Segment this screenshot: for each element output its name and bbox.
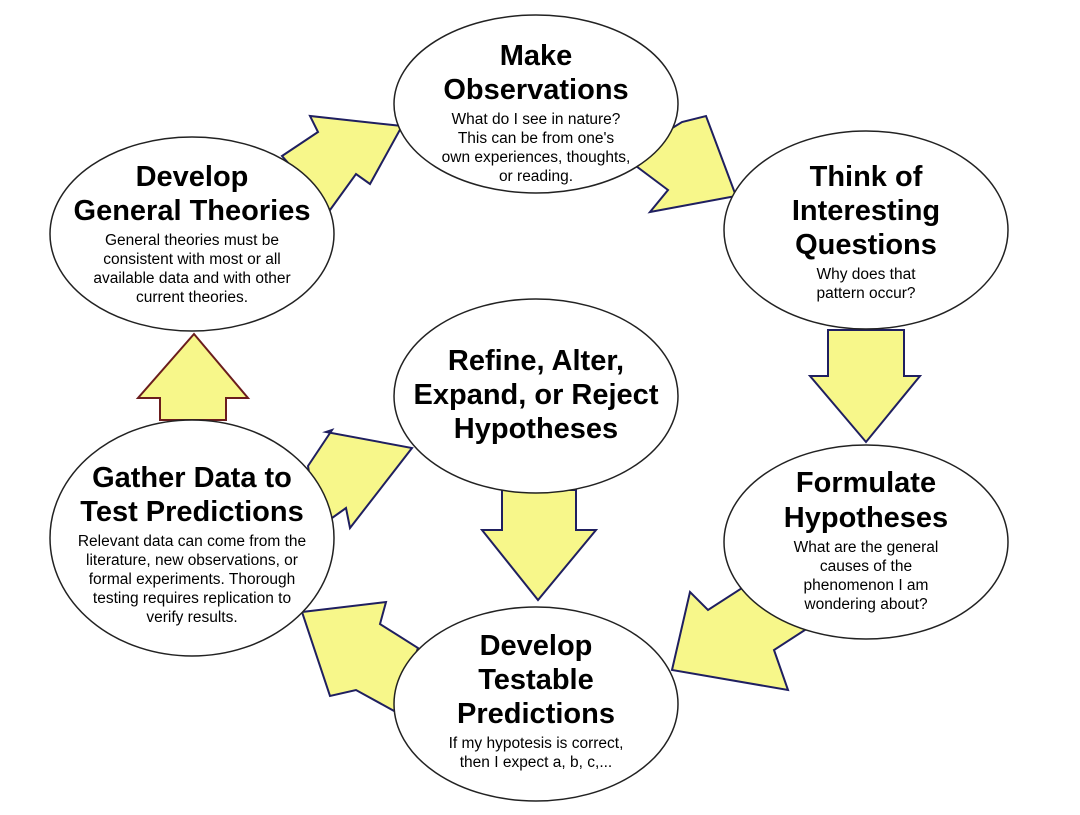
node-make-observations-body-2: This can be from one's	[458, 130, 615, 147]
node-refine-hypotheses-title-3: Hypotheses	[454, 413, 618, 445]
arrow-refine-to-predictions	[479, 489, 599, 602]
node-think-questions-title-2: Interesting	[792, 195, 940, 227]
node-formulate-hypotheses-body-4: wondering about?	[803, 596, 928, 613]
node-gather-data-body-3: formal experiments. Thorough	[89, 571, 295, 588]
node-make-observations-bubble	[393, 14, 679, 194]
node-gather-data-title-1: Gather Data to	[92, 462, 292, 494]
node-refine-hypotheses-bubble	[393, 298, 679, 494]
node-gather-data: Gather Data to Test Predictions Relevant…	[49, 419, 335, 657]
node-gather-data-bubble	[49, 419, 335, 657]
node-think-questions-body-2: pattern occur?	[816, 285, 915, 302]
node-formulate-hypotheses-body-1: What are the general	[794, 539, 939, 556]
node-formulate-hypotheses-body-2: causes of the	[820, 558, 912, 575]
node-think-questions: Think of Interesting Questions Why does …	[723, 130, 1009, 330]
node-refine-hypotheses-title-2: Expand, or Reject	[414, 379, 659, 411]
node-make-observations-body-4: or reading.	[499, 168, 573, 185]
nodes-layer: Make Observations What do I see in natur…	[49, 14, 1009, 802]
node-think-questions-bubble	[723, 130, 1009, 330]
node-gather-data-body-2: literature, new observations, or	[86, 552, 298, 569]
node-refine-hypotheses-title-1: Refine, Alter,	[448, 345, 624, 377]
node-formulate-hypotheses-bubble	[723, 444, 1009, 640]
node-make-observations-body-1: What do I see in nature?	[452, 111, 621, 128]
node-think-questions-body-1: Why does that	[816, 266, 916, 283]
node-general-theories-body-2: consistent with most or all	[103, 251, 280, 268]
node-gather-data-body-5: verify results.	[146, 609, 237, 626]
node-develop-predictions: Develop Testable Predictions If my hypot…	[393, 606, 679, 802]
node-general-theories-body-3: available data and with other	[93, 270, 290, 287]
node-think-questions-title-1: Think of	[810, 161, 923, 193]
node-develop-predictions-title-1: Develop	[480, 630, 593, 662]
node-formulate-hypotheses-body-3: phenomenon I am	[804, 577, 929, 594]
arrow-data-to-theories	[135, 332, 251, 421]
node-general-theories-title-1: Develop	[136, 161, 249, 193]
node-formulate-hypotheses-title-1: Formulate	[796, 467, 936, 499]
node-refine-hypotheses: Refine, Alter, Expand, or Reject Hypothe…	[393, 298, 679, 494]
node-develop-predictions-title-2: Testable	[478, 664, 594, 696]
node-general-theories: Develop General Theories General theorie…	[49, 136, 335, 332]
node-gather-data-body-4: testing requires replication to	[93, 590, 291, 607]
arrow-predictions-to-data	[300, 600, 420, 714]
node-make-observations: Make Observations What do I see in natur…	[393, 14, 679, 194]
node-make-observations-body-3: own experiences, thoughts,	[442, 149, 631, 166]
node-develop-predictions-bubble	[393, 606, 679, 802]
node-general-theories-bubble	[49, 136, 335, 332]
node-make-observations-title-2: Observations	[443, 74, 628, 106]
node-formulate-hypotheses-title-2: Hypotheses	[784, 502, 948, 534]
node-gather-data-title-2: Test Predictions	[80, 496, 303, 528]
node-general-theories-title-2: General Theories	[74, 195, 311, 227]
node-general-theories-body-4: current theories.	[136, 289, 248, 306]
node-gather-data-body-1: Relevant data can come from the	[78, 533, 306, 550]
arrow-questions-to-hypotheses	[807, 329, 923, 444]
node-general-theories-body-1: General theories must be	[105, 232, 279, 249]
node-formulate-hypotheses: Formulate Hypotheses What are the genera…	[723, 444, 1009, 640]
node-develop-predictions-body-2: then I expect a, b, c,...	[460, 754, 613, 771]
node-think-questions-title-3: Questions	[795, 229, 937, 261]
node-develop-predictions-title-3: Predictions	[457, 698, 615, 730]
node-develop-predictions-body-1: If my hypotesis is correct,	[449, 735, 624, 752]
node-make-observations-title-1: Make	[500, 40, 573, 72]
